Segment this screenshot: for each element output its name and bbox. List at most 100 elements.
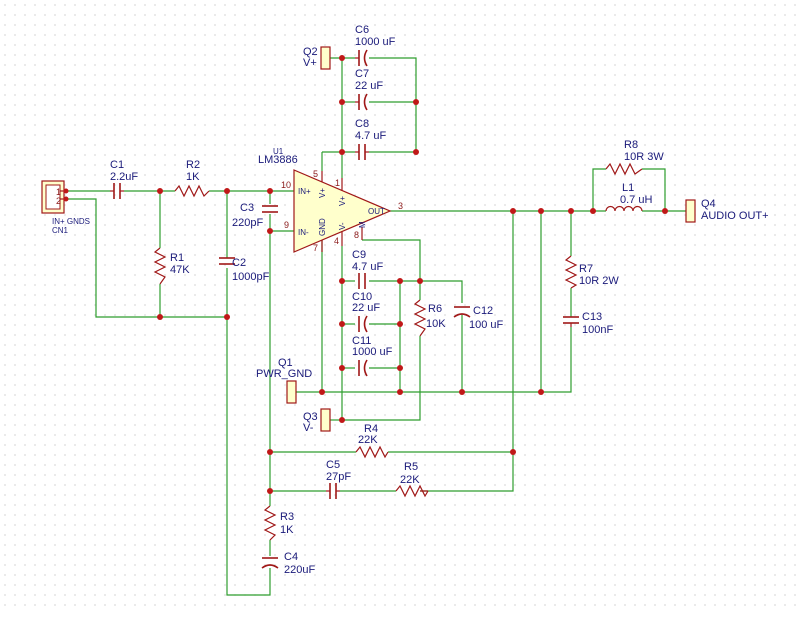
c1-ref: C1	[110, 159, 124, 171]
q2-ref: Q2	[303, 46, 318, 58]
resistor-r6[interactable]: R6 10K	[413, 299, 446, 337]
junction-dot	[510, 449, 516, 455]
capacitor-c10[interactable]: C10 22 uF	[352, 291, 380, 333]
terminal-q3[interactable]: Q3 V-	[303, 408, 331, 434]
wire-pin8	[362, 239, 421, 281]
c1-value: 2.2uF	[110, 171, 138, 183]
capacitor-c1[interactable]: C1 2.2uF	[110, 159, 138, 199]
junction-dot	[538, 389, 544, 395]
c3-ref: C3	[240, 202, 254, 214]
c4-value: 220uF	[284, 564, 315, 576]
c8-value: 4.7 uF	[355, 130, 386, 142]
connector-cn1[interactable]: 1 2 IN+ GNDS CN1	[41, 180, 90, 235]
u1-pin-vplus-a: V+	[318, 188, 327, 198]
capacitor-c5[interactable]: C5 27pF	[326, 459, 351, 499]
c5-value: 27pF	[326, 471, 351, 483]
capacitor-c12[interactable]: C12 100 uF	[453, 305, 504, 331]
resistor-r2[interactable]: R2 1K	[174, 159, 210, 198]
cn1-ref: CN1	[52, 226, 69, 235]
junction-dot	[339, 149, 345, 155]
resistor-r3[interactable]: R3 1K	[263, 505, 294, 541]
junction-dot	[339, 99, 345, 105]
r7-value: 10R 2W	[579, 275, 619, 287]
r8-ref: R8	[624, 139, 638, 151]
terminal-q4[interactable]: Q4 AUDIO OUT+	[685, 198, 769, 223]
u1-value: LM3886	[258, 154, 298, 166]
junction-dot	[157, 314, 163, 320]
r8-value: 10R 3W	[624, 151, 664, 163]
c12-ref: C12	[473, 305, 493, 317]
q3-body	[320, 408, 331, 432]
junction-dot	[397, 321, 403, 327]
u1-pin-m: M	[358, 221, 367, 228]
capacitor-c3[interactable]: C3 220pF	[232, 202, 278, 229]
u1-num-3: 3	[398, 201, 403, 211]
r5-ref: R5	[404, 461, 418, 473]
c10-value: 22 uF	[352, 302, 380, 314]
l1-value: 0.7 uH	[620, 194, 652, 206]
inductor-l1[interactable]: L1 0.7 uH	[605, 182, 652, 212]
junction-dot	[63, 188, 69, 194]
capacitor-c7[interactable]: C7 22 uF	[355, 68, 383, 111]
r4-ref: R4	[364, 423, 378, 435]
junction-dot	[568, 208, 574, 214]
r2-ref: R2	[186, 159, 200, 171]
c2-value: 1000pF	[232, 271, 270, 283]
u1-num-1: 1	[335, 178, 340, 188]
capacitor-c2[interactable]: C2 1000pF	[219, 257, 270, 283]
c9-value: 4.7 uF	[352, 261, 383, 273]
u1-num-9: 9	[284, 220, 289, 230]
junction-dot	[397, 278, 403, 284]
c10-ref: C10	[352, 291, 372, 303]
junction-dot	[397, 389, 403, 395]
junction-dot	[267, 228, 273, 234]
q4-ref: Q4	[701, 198, 716, 210]
q2-body	[320, 46, 331, 70]
capacitor-c11[interactable]: C11 1000 uF	[352, 335, 393, 377]
capacitor-c9[interactable]: C9 4.7 uF	[352, 249, 383, 289]
r4-value: 22K	[358, 434, 378, 446]
wire-feedback-right	[420, 211, 514, 492]
c3-value: 220pF	[232, 217, 263, 229]
junction-dot	[319, 389, 325, 395]
resistor-r7[interactable]: R7 10R 2W	[564, 255, 619, 289]
junctions	[63, 55, 668, 494]
r1-ref: R1	[170, 252, 184, 264]
u1-num-4: 4	[334, 236, 339, 246]
terminal-q1[interactable]: Q1 PWR_GND	[256, 357, 312, 404]
u1-num-5: 5	[313, 169, 318, 179]
q3-ref: Q3	[303, 411, 318, 423]
junction-dot	[267, 449, 273, 455]
resistor-r4[interactable]: R4 22K	[355, 423, 389, 459]
capacitor-c8[interactable]: C8 4.7 uF	[355, 118, 386, 160]
q1-ref: Q1	[278, 357, 293, 369]
r1-value: 47K	[170, 264, 190, 276]
resistor-r5[interactable]: R5 22K	[395, 461, 429, 498]
resistor-r8[interactable]: R8 10R 3W	[605, 139, 664, 176]
r3-value: 1K	[280, 524, 294, 536]
junction-dot	[224, 314, 230, 320]
capacitor-c6[interactable]: C6 1000 uF	[355, 24, 396, 67]
junction-dot	[339, 365, 345, 371]
junction-dot	[459, 389, 465, 395]
capacitor-c13[interactable]: C13 100nF	[563, 311, 613, 336]
opamp-u1[interactable]: U1 LM3886 IN+ IN- OUT V+ V+ GND V- M 10 …	[258, 147, 403, 253]
junction-dot	[510, 208, 516, 214]
resistor-r1[interactable]: R1 47K	[153, 247, 190, 285]
l1-ref: L1	[622, 182, 634, 194]
terminal-q2[interactable]: Q2 V+	[303, 46, 331, 70]
c12-value: 100 uF	[469, 319, 504, 331]
c13-ref: C13	[582, 311, 602, 323]
junction-dot	[413, 99, 419, 105]
junction-dot	[538, 208, 544, 214]
capacitor-c4[interactable]: C4 220uF	[261, 551, 315, 576]
wire-r8-r	[642, 168, 666, 211]
junction-dot	[63, 196, 69, 202]
cn1-inner	[45, 184, 61, 210]
u1-pin-inplus: IN+	[298, 187, 311, 196]
q4-body	[685, 199, 696, 223]
u1-ref: U1	[273, 147, 284, 156]
c6-ref: C6	[355, 24, 369, 36]
